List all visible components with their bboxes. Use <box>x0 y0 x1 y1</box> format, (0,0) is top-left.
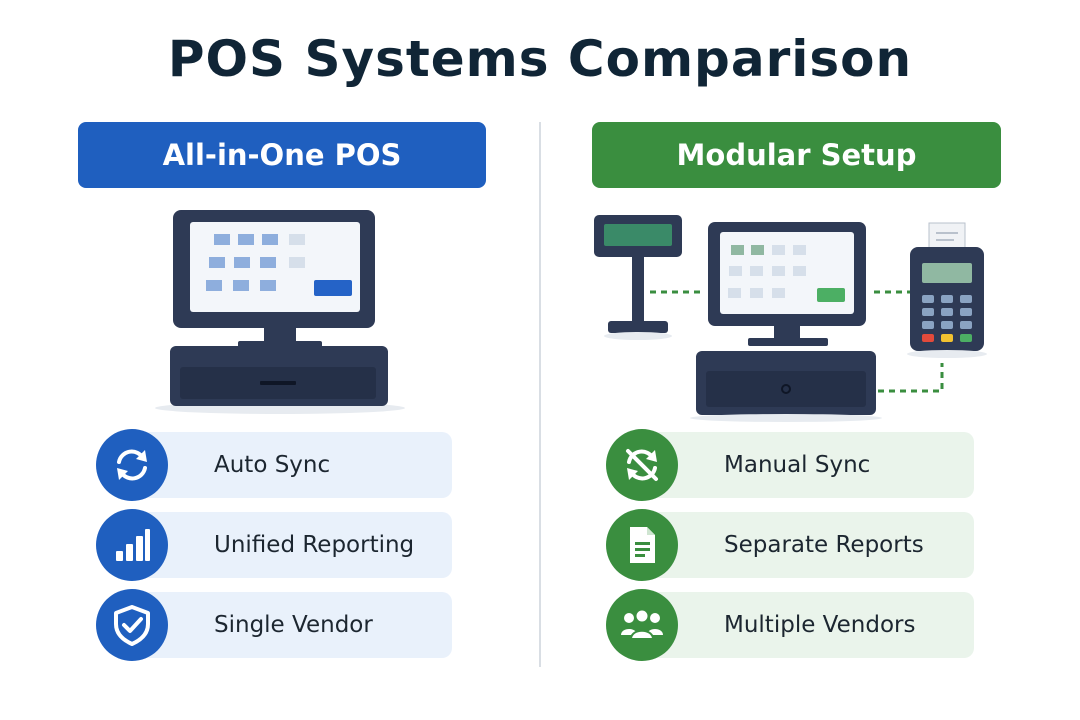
page-title: POS Systems Comparison <box>167 30 913 88</box>
feature-row-auto-sync: Auto Sync <box>96 429 452 501</box>
modular-screen-tiles <box>728 245 845 302</box>
modular-header-label: Modular Setup <box>676 138 917 172</box>
modular-monitor-base <box>748 338 828 346</box>
feature-circle <box>96 589 168 661</box>
feature-circle <box>96 509 168 581</box>
feature-row-manual-sync: Manual Sync <box>606 429 974 501</box>
connector-drawer-terminal <box>878 363 944 393</box>
screen-tiles <box>206 234 352 296</box>
feature-row-unified-reporting: Unified Reporting <box>96 509 452 581</box>
card-terminal-keypad <box>922 295 972 342</box>
users-icon <box>621 608 663 640</box>
feature-label: Multiple Vendors <box>724 612 916 638</box>
feature-label: Single Vendor <box>214 612 373 638</box>
feature-label: Separate Reports <box>724 532 924 558</box>
monitor-neck <box>264 328 296 344</box>
feature-label: Manual Sync <box>724 452 871 478</box>
modular-header: Modular Setup <box>592 122 1001 188</box>
feature-row-single-vendor: Single Vendor <box>96 589 452 661</box>
feature-circle <box>606 589 678 661</box>
drawer-lock <box>781 384 791 394</box>
modular-setup-illustration <box>594 215 987 422</box>
card-terminal-screen <box>922 263 972 283</box>
feature-circle <box>606 429 678 501</box>
all-in-one-header: All-in-One POS <box>78 122 486 188</box>
display-pole <box>632 257 644 327</box>
feature-circle <box>96 429 168 501</box>
feature-row-multiple-vendors: Multiple Vendors <box>606 589 974 661</box>
display-base <box>608 321 668 333</box>
column-divider <box>539 122 541 667</box>
feature-row-separate-reports: Separate Reports <box>606 509 974 581</box>
document-icon <box>630 527 655 563</box>
all-in-one-pos-illustration <box>155 210 405 414</box>
bar-chart-icon <box>116 529 150 561</box>
sync-off-icon <box>626 449 658 481</box>
modular-monitor-neck <box>774 326 800 340</box>
drawer-slot <box>260 381 296 385</box>
feature-circle <box>606 509 678 581</box>
feature-label: Unified Reporting <box>214 532 415 558</box>
shield-check-icon <box>114 605 150 646</box>
feature-label: Auto Sync <box>214 452 331 478</box>
all-in-one-header-label: All-in-One POS <box>162 138 402 172</box>
sync-icon <box>117 449 147 481</box>
